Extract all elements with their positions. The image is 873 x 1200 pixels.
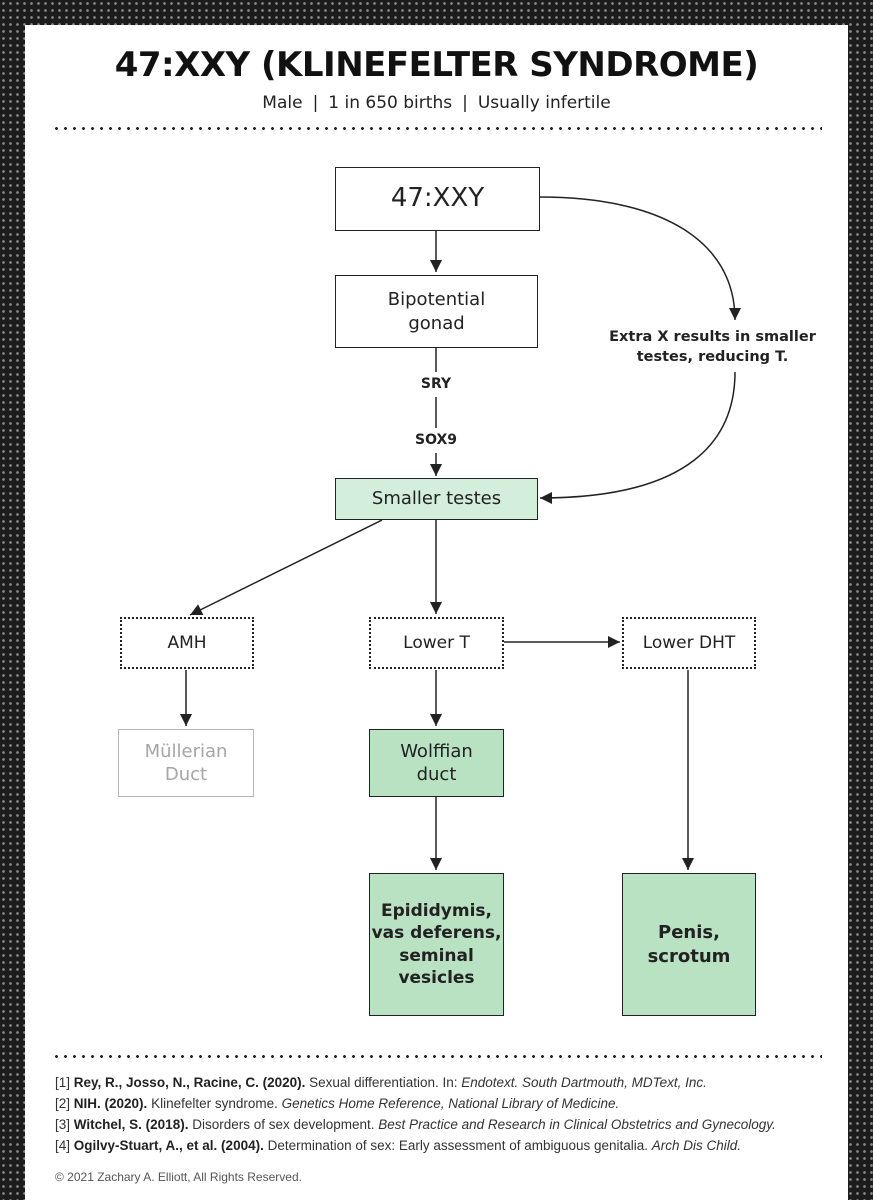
node-penis-scrotum: Penis, scrotum — [622, 873, 756, 1016]
reference-authors: Witchel, S. (2018). — [73, 1117, 189, 1132]
arrow-karyotype-to-extra-x — [539, 196, 741, 321]
node-epididymis-line3: seminal — [399, 945, 474, 966]
arrow-extra-x-to-testes — [539, 371, 736, 504]
label-sox9: SOX9 — [414, 432, 458, 448]
node-amh: AMH — [120, 617, 254, 669]
reference-title: Sexual differentiation. In: — [305, 1075, 462, 1090]
reference-title: Determination of sex: Early assessment o… — [263, 1138, 652, 1153]
reference-item: [2] NIH. (2020). Klinefelter syndrome. G… — [55, 1096, 855, 1117]
node-penis-line1: Penis, — [658, 922, 720, 944]
label-extra-x-line1: Extra X results in smaller — [609, 329, 816, 345]
copyright-notice: © 2021 Zachary A. Elliott, All Rights Re… — [55, 1170, 302, 1184]
label-sry: SRY — [420, 376, 452, 392]
top-divider — [52, 127, 822, 130]
page-subtitle: Male | 1 in 650 births | Usually infertile — [0, 93, 873, 113]
node-epididymis: Epididymis, vas deferens, seminal vesicl… — [369, 873, 504, 1016]
reference-authors: Ogilvy-Stuart, A., et al. (2004). — [73, 1138, 264, 1153]
references-list: [1] Rey, R., Josso, N., Racine, C. (2020… — [55, 1075, 855, 1159]
reference-item: [3] Witchel, S. (2018). Disorders of sex… — [55, 1117, 855, 1138]
node-smaller-testes: Smaller testes — [335, 478, 538, 520]
arrow-testes-to-amh — [189, 519, 383, 616]
node-wolffian-line1: Wolffian — [400, 740, 473, 762]
subtitle-sex: Male — [262, 93, 303, 113]
label-extra-x: Extra X results in smaller testes, reduc… — [590, 327, 835, 368]
node-epididymis-line2: vas deferens, — [371, 923, 502, 944]
node-mullerian-duct: Müllerian Duct — [118, 729, 254, 797]
subtitle-separator: | — [312, 93, 319, 113]
reference-source: Best Practice and Research in Clinical O… — [378, 1117, 776, 1132]
node-mullerian-line1: Müllerian — [144, 740, 228, 762]
node-penis-line2: scrotum — [647, 945, 731, 967]
node-karyotype: 47:XXY — [335, 167, 540, 231]
reference-number: [3] — [55, 1117, 71, 1132]
node-gonad-line1: Bipotential — [387, 289, 486, 311]
page-title: 47:XXY (KLINEFELTER SYNDROME) — [114, 45, 759, 85]
reference-source: Arch Dis Child. — [651, 1138, 742, 1153]
reference-title: Disorders of sex development. — [188, 1117, 379, 1132]
reference-title: Klinefelter syndrome. — [147, 1096, 282, 1111]
node-lower-dht: Lower DHT — [622, 617, 756, 669]
node-epididymis-line1: Epididymis, — [381, 901, 492, 922]
subtitle-fertility: Usually infertile — [477, 93, 611, 113]
reference-authors: NIH. (2020). — [73, 1096, 148, 1111]
reference-number: [2] — [55, 1096, 71, 1111]
reference-number: [4] — [55, 1138, 71, 1153]
node-gonad-line2: gonad — [408, 312, 465, 334]
node-bipotential-gonad: Bipotential gonad — [335, 275, 538, 348]
node-lower-t: Lower T — [369, 617, 504, 669]
reference-item: [1] Rey, R., Josso, N., Racine, C. (2020… — [55, 1075, 855, 1096]
node-epididymis-line4: vesicles — [398, 967, 475, 988]
node-wolffian-duct: Wolffian duct — [369, 729, 504, 797]
bottom-divider — [52, 1055, 822, 1058]
reference-item: [4] Ogilvy-Stuart, A., et al. (2004). De… — [55, 1138, 855, 1159]
node-wolffian-line2: duct — [416, 764, 457, 785]
subtitle-separator: | — [462, 93, 468, 113]
reference-source: Genetics Home Reference, National Librar… — [281, 1096, 620, 1111]
subtitle-prevalence: 1 in 650 births — [328, 93, 453, 113]
node-mullerian-line2: Duct — [164, 764, 208, 785]
reference-authors: Rey, R., Josso, N., Racine, C. (2020). — [73, 1075, 306, 1090]
reference-source: Endotext. South Dartmouth, MDText, Inc. — [461, 1075, 707, 1090]
label-extra-x-line2: testes, reducing T. — [636, 349, 789, 366]
reference-number: [1] — [55, 1075, 71, 1090]
